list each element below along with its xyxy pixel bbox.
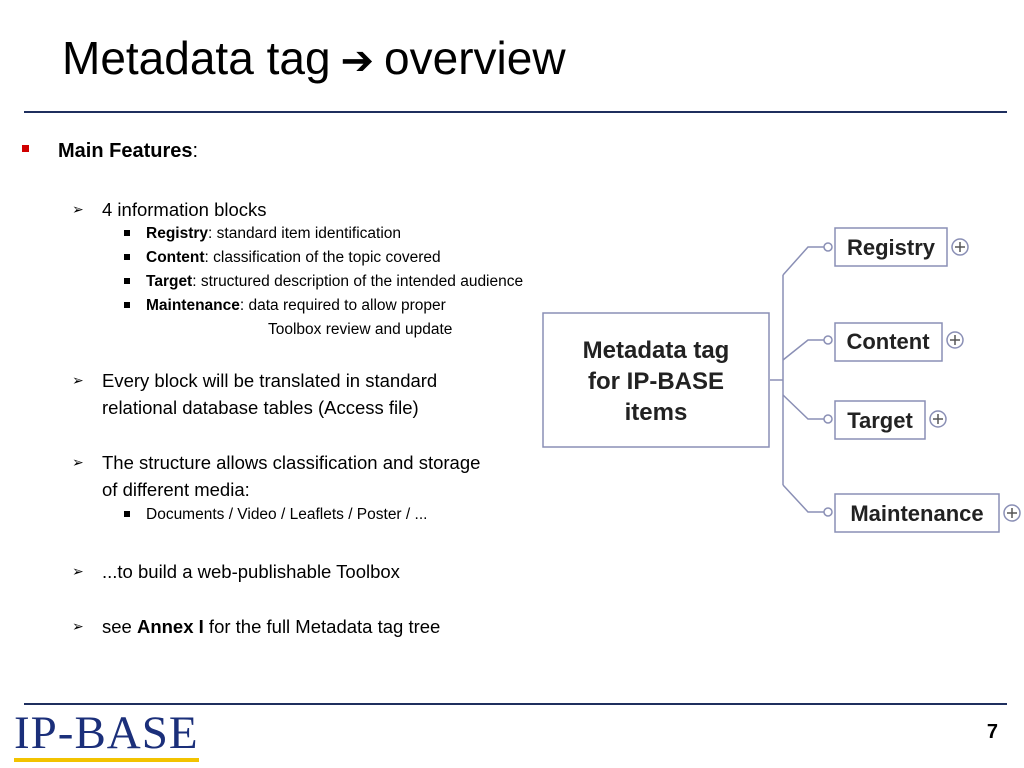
square-bullet-icon — [124, 278, 130, 284]
square-bullet-icon — [124, 254, 130, 260]
square-bullet-icon — [124, 230, 130, 236]
tree-connectors — [770, 246, 828, 513]
block-desc: : standard item identification — [208, 225, 402, 242]
page-number: 7 — [986, 721, 998, 743]
item-text: see Annex I for the full Metadata tag tr… — [102, 616, 441, 637]
block-name: Content — [146, 249, 205, 266]
arrow-bullet-icon: ➢ — [72, 454, 84, 470]
block-desc: : classification of the topic covered — [204, 249, 441, 266]
ip-base-logo: IP-BASE — [14, 708, 199, 762]
root-line-2: for IP-BASE — [588, 368, 724, 395]
expand-icon[interactable] — [951, 238, 969, 256]
title-right: overview — [384, 32, 566, 84]
arrow-bullet-icon: ➢ — [72, 201, 84, 217]
annex-link: Annex I — [136, 616, 204, 637]
arrow-icon: ➔ — [340, 39, 375, 83]
child-node-target[interactable]: Target — [834, 400, 926, 440]
expand-icon[interactable] — [929, 410, 947, 428]
item-text: The structure allows classification and … — [102, 452, 481, 500]
block-desc: : structured description of the intended… — [192, 273, 524, 290]
block-name: Target — [146, 273, 193, 290]
main-features-label: Main Features: — [58, 140, 199, 162]
connector-nodes — [823, 242, 833, 517]
metadata-tree-diagram: Metadata tag for IP-BASE items Registry … — [540, 220, 1024, 550]
square-bullet-icon — [22, 145, 29, 152]
child-label: Maintenance — [850, 501, 983, 526]
child-node-content[interactable]: Content — [834, 322, 943, 362]
expand-icon[interactable] — [1003, 504, 1021, 522]
maintenance-continuation: Toolbox review and update — [268, 321, 453, 338]
child-node-maintenance[interactable]: Maintenance — [834, 493, 1000, 533]
root-line-1: Metadata tag — [583, 337, 730, 364]
media-text: Documents / Video / Leaflets / Poster / … — [146, 506, 428, 523]
child-label: Registry — [847, 235, 936, 260]
slide-title: Metadata tag➔overview — [62, 30, 566, 89]
square-bullet-icon — [124, 302, 130, 308]
root-line-3: items — [625, 399, 688, 426]
block-name: Maintenance — [146, 297, 240, 314]
top-divider — [24, 111, 1007, 113]
bottom-divider — [24, 703, 1007, 705]
child-node-registry[interactable]: Registry — [834, 227, 948, 267]
child-label: Target — [847, 408, 913, 433]
block-name: Registry — [146, 225, 209, 242]
arrow-bullet-icon: ➢ — [72, 618, 84, 634]
arrow-bullet-icon: ➢ — [72, 372, 84, 388]
root-node: Metadata tag for IP-BASE items — [542, 312, 770, 448]
square-bullet-icon — [124, 511, 130, 517]
item-text: Every block will be translated in standa… — [102, 370, 438, 418]
block-desc: : data required to allow proper — [239, 297, 446, 314]
expand-icon[interactable] — [946, 331, 964, 349]
child-label: Content — [846, 329, 930, 354]
title-left: Metadata tag — [62, 32, 331, 84]
item-text: 4 information blocks — [102, 199, 267, 220]
arrow-bullet-icon: ➢ — [72, 563, 84, 579]
item-text: ...to build a web-publishable Toolbox — [102, 561, 400, 582]
